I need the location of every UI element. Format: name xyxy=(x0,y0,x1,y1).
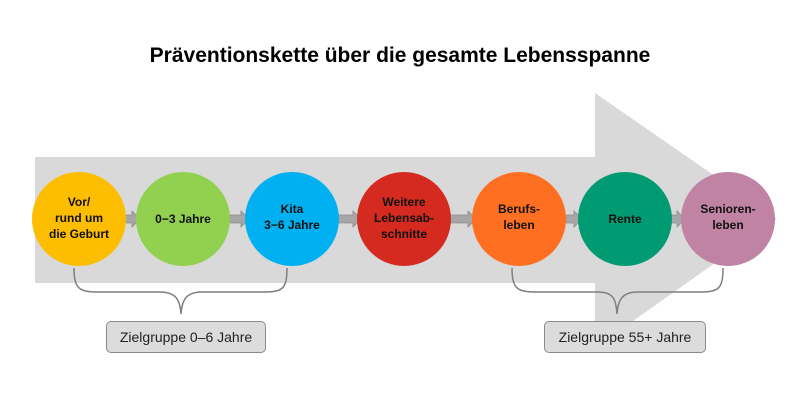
stage-label: Rente xyxy=(580,211,670,227)
stage-label: 0−3 Jahre xyxy=(138,211,228,227)
brace-right xyxy=(511,267,724,315)
group-label-0-6: Zielgruppe 0–6 Jahre xyxy=(106,321,266,353)
stage-label: Senioren-leben xyxy=(683,201,773,233)
stage-label-line: Senioren- xyxy=(700,202,756,216)
stage-label-line: Weitere xyxy=(382,195,426,209)
brace-left xyxy=(73,267,288,315)
stage-label: Berufs-leben xyxy=(474,201,564,233)
stage-label-line: Lebensab- xyxy=(373,211,434,225)
stage-label-line: 0−3 Jahre xyxy=(155,212,211,226)
stage-label: Kita 3−6 Jahre xyxy=(247,201,337,233)
stage-label: Vor/rund um die Geburt xyxy=(34,194,124,242)
stage-label-line: Berufs- xyxy=(497,202,540,216)
stage-circle xyxy=(32,172,126,266)
stage-label-line: Kita xyxy=(280,202,304,216)
stage-circle xyxy=(578,172,672,266)
stage-circle xyxy=(681,172,775,266)
stage-label-line: Rente xyxy=(608,212,642,226)
stage-circle xyxy=(245,172,339,266)
stage-label-line: 3−6 Jahre xyxy=(264,218,320,232)
stage-circle xyxy=(357,172,451,266)
stage-label-line: leben xyxy=(712,218,744,232)
diagram-title: Präventionskette über die gesamte Lebens… xyxy=(149,44,651,67)
stage-label-line: Vor/ xyxy=(67,195,91,209)
stage-label-line: leben xyxy=(503,218,535,232)
stage-circle xyxy=(136,172,230,266)
stage-label-line: die Geburt xyxy=(48,227,109,241)
stage-label-line: rund um xyxy=(55,211,103,225)
group-label-55plus: Zielgruppe 55+ Jahre xyxy=(544,321,706,353)
stage-circle xyxy=(472,172,566,266)
stage-label-line: schnitte xyxy=(380,227,427,241)
